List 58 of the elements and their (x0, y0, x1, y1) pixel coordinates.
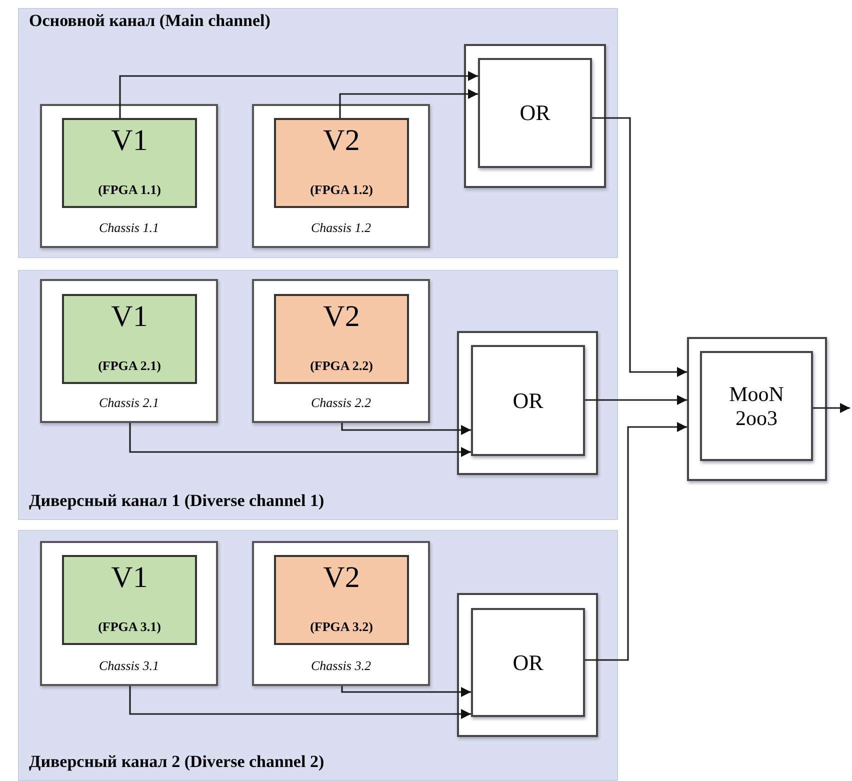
fpga-label: (FPGA 3.1) (97, 619, 162, 635)
version-label: V2 (322, 300, 361, 334)
logic-block (471, 345, 585, 456)
fpga-label: (FPGA 2.1) (97, 358, 162, 374)
chassis-box (252, 541, 430, 686)
outer-frame-box (687, 337, 827, 481)
fpga-label: (FPGA 2.2) (309, 358, 374, 374)
channel-title: Диверсный канал 2 (Diverse channel 2) (29, 752, 324, 772)
chassis-box (252, 104, 430, 248)
version-label: V1 (110, 300, 149, 334)
fpga-label: (FPGA 1.1) (97, 182, 162, 198)
gate-label: OR (518, 100, 552, 126)
arrow (339, 89, 478, 118)
arrow (585, 422, 687, 661)
version-label: V2 (322, 561, 361, 595)
outer-frame-box (457, 593, 598, 737)
chassis-label: Chassis 2.1 (98, 395, 160, 411)
logic-block (471, 608, 585, 717)
fpga-module-box (274, 555, 409, 645)
fpga-label: (FPGA 1.2) (309, 182, 374, 198)
channel-panel (18, 530, 618, 781)
fpga-module-box (62, 294, 197, 384)
channel-panel (18, 270, 618, 520)
fpga-module-box (62, 555, 197, 645)
fpga-module-box (62, 118, 197, 208)
chassis-box (252, 279, 430, 423)
version-label: V2 (322, 124, 361, 158)
chassis-box (40, 279, 218, 423)
voting-label: MooN 2oo3 (728, 382, 785, 430)
logic-block (478, 58, 592, 168)
arrow (341, 423, 471, 435)
version-label: V1 (110, 124, 149, 158)
outer-frame-box (457, 331, 598, 475)
fpga-module-box (274, 118, 409, 208)
gate-label: OR (512, 388, 544, 414)
channel-title: Основной канал (Main channel) (29, 11, 270, 31)
chassis-label: Chassis 3.2 (310, 658, 372, 674)
arrow (585, 395, 687, 405)
fpga-label: (FPGA 3.2) (309, 619, 374, 635)
channel-title: Диверсный канал 1 (Diverse channel 1) (29, 491, 324, 511)
arrow (129, 423, 471, 457)
arrow (813, 403, 850, 413)
chassis-label: Chassis 3.1 (98, 658, 160, 674)
voting-block (700, 351, 813, 461)
arrow (129, 686, 471, 719)
channel-panel (18, 8, 618, 258)
chassis-label: Chassis 1.1 (98, 220, 160, 236)
chassis-box (40, 541, 218, 686)
arrow (341, 686, 471, 697)
outer-frame-box (464, 44, 606, 188)
version-label: V1 (110, 561, 149, 595)
fpga-module-box (274, 294, 409, 384)
arrow (592, 117, 687, 377)
chassis-box (40, 104, 218, 248)
arrow (119, 71, 478, 118)
gate-label: OR (512, 650, 544, 676)
chassis-label: Chassis 1.2 (310, 220, 372, 236)
chassis-label: Chassis 2.2 (310, 395, 372, 411)
